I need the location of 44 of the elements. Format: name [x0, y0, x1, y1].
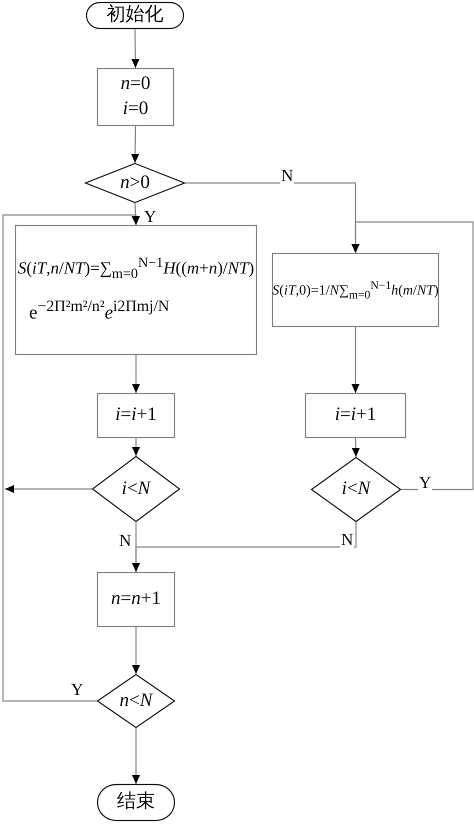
arrow — [131, 29, 140, 68]
formula: e$^{−2Π²m²/n²}$e$^{i2Πmj/N}$ — [29, 297, 170, 326]
node-text: n=0 — [120, 72, 150, 96]
edge-label: N — [280, 167, 294, 184]
node-text: n<N — [120, 688, 152, 713]
terminal-shape — [86, 2, 184, 29]
node-text: i<N — [122, 476, 150, 501]
node-text: n>0 — [120, 170, 150, 195]
node-text: 初始化 — [106, 3, 164, 28]
node-text: 结束 — [117, 790, 155, 814]
node-text: i=0 — [122, 97, 148, 121]
arrow — [132, 627, 140, 674]
edge-label: N — [118, 532, 132, 549]
node-text: n=n+1 — [111, 587, 161, 612]
node-text: i=i+1 — [115, 403, 157, 428]
process-box — [305, 393, 406, 438]
process-box — [272, 253, 439, 327]
arrow — [5, 485, 92, 493]
edge-label: Y — [70, 681, 84, 698]
edge-label: Y — [418, 474, 432, 491]
process-box — [97, 393, 175, 438]
arrow — [131, 126, 140, 163]
decision-diamond — [97, 674, 175, 728]
edge-label: Y — [143, 208, 158, 225]
process-box — [15, 225, 257, 355]
formula: S(iT,0)=1/N∑$_{m=0}$$^{N−1}$h(m/NT) — [272, 278, 439, 302]
arrow — [132, 728, 140, 784]
decision-diamond — [311, 457, 401, 522]
decision-diamond — [85, 163, 185, 203]
arrow — [352, 221, 474, 490]
formula: S(iT,n/NT)=∑$_{m=0}$$^{N−1}$H((m+n)/NT) — [18, 254, 254, 284]
arrow — [352, 438, 360, 458]
edge-label: N — [340, 531, 354, 548]
arrow — [132, 438, 140, 456]
arrow — [132, 355, 140, 393]
process-box — [97, 572, 175, 627]
decision-diamond — [92, 456, 180, 522]
arrow — [132, 522, 357, 572]
terminal-shape — [97, 784, 175, 821]
arrow — [2, 214, 140, 702]
node-text: i=i+1 — [334, 403, 376, 428]
node-text: i<N — [342, 477, 370, 502]
arrow — [352, 327, 360, 393]
process-box — [97, 68, 174, 126]
